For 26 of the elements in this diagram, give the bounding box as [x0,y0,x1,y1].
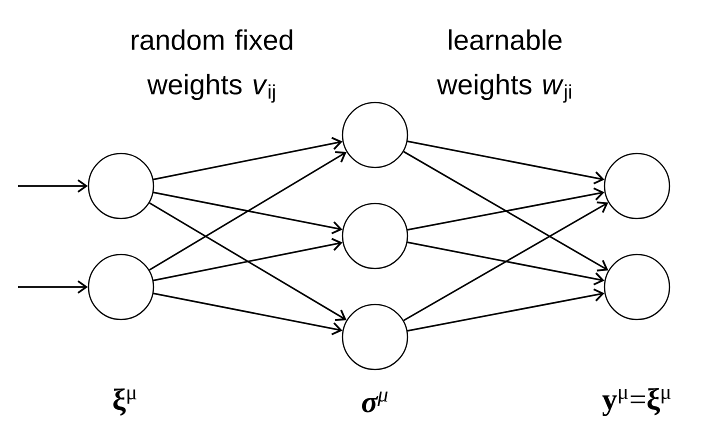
arrow [153,192,342,234]
layer-label: ξ$^{μ}$ [113,388,136,416]
neuron-circle [342,304,408,370]
weights-label: random fixed weights v$_{ij}$ [132,29,292,103]
arrow [407,242,604,286]
neuron-circle [88,152,154,220]
arrow [149,151,347,271]
arrow [153,292,342,336]
arrow [153,238,343,282]
neuron-circle [342,102,408,168]
arrow [403,150,608,272]
arrow [403,201,608,322]
neuron-circle [604,254,670,320]
arrow [407,187,604,231]
neuron-circle [342,202,408,270]
layer-label: y$^{μ}$=ξ$^{μ}$ [602,388,671,416]
neuron-circle [604,152,670,220]
arrow [153,136,343,180]
arrow [149,202,347,322]
neuron-circle [88,254,154,320]
weights-label: learnable weights w$_{ji}$ [437,29,572,103]
arrow [407,140,604,184]
arrow [18,280,88,294]
arrow [18,179,88,193]
arrow [407,288,604,332]
layer-label: σ$^{μ}$ [362,392,388,412]
